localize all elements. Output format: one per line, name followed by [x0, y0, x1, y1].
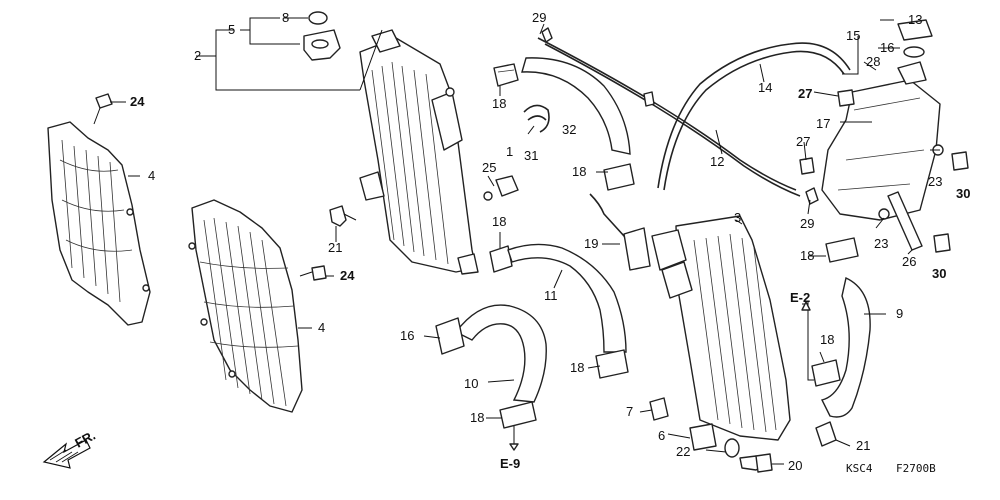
part-labels: 1 2 3 4 4 5 6 7 8 9 10 11 12 13 14 15 16… [130, 10, 970, 473]
label-3: 3 [734, 210, 741, 225]
screw-24-mid [299, 265, 327, 281]
label-4-inner: 4 [318, 320, 325, 335]
label-5: 5 [228, 22, 235, 37]
hose-10 [454, 304, 547, 403]
clamp-18-f [825, 237, 859, 263]
clamp-18-e [499, 401, 537, 429]
clip-21-left [329, 205, 357, 227]
label-21-left: 21 [328, 240, 342, 255]
label-29-right: 29 [800, 216, 814, 231]
label-18-d: 18 [570, 360, 584, 375]
radiator-right [651, 215, 791, 441]
washer [724, 438, 740, 458]
label-21-right: 21 [856, 438, 870, 453]
label-20: 20 [788, 458, 802, 473]
label-28: 28 [866, 54, 880, 69]
label-4-outer: 4 [148, 168, 155, 183]
nut-27-a [837, 89, 855, 107]
label-18-e: 18 [470, 410, 484, 425]
bolt-20 [739, 453, 773, 473]
filler-neck-5 [303, 29, 341, 61]
bolt-30-upper [951, 151, 969, 171]
model-code: KSC4 [846, 462, 873, 475]
cap-8 [308, 11, 328, 25]
label-8: 8 [282, 10, 289, 25]
clamp-18-g [811, 359, 841, 387]
ref-e2: E-2 [790, 290, 810, 305]
screw-24-top [93, 93, 113, 125]
clamp-31 [523, 104, 550, 133]
label-18-a: 18 [492, 96, 506, 111]
clip-21-right [815, 421, 837, 447]
label-2: 2 [194, 48, 201, 63]
label-24-top: 24 [130, 94, 145, 109]
label-16-clamp: 16 [400, 328, 414, 343]
clamp-18-b [489, 245, 513, 273]
label-25: 25 [482, 160, 496, 175]
label-18-f: 18 [800, 248, 814, 263]
label-15: 15 [846, 28, 860, 43]
label-13: 13 [908, 12, 922, 27]
label-27-b: 27 [796, 134, 810, 149]
radiator-shroud-outer [47, 121, 151, 326]
label-23-upper: 23 [928, 174, 942, 189]
label-10: 10 [464, 376, 478, 391]
bolt-30-lower [933, 233, 951, 253]
label-22: 22 [676, 444, 690, 459]
clip-29-right [805, 187, 819, 205]
label-18-g: 18 [820, 332, 834, 347]
label-17: 17 [816, 116, 830, 131]
label-18-b: 18 [492, 214, 506, 229]
label-30-lower: 30 [932, 266, 946, 281]
label-26: 26 [902, 254, 916, 269]
figure-code: F2700B [896, 462, 936, 475]
label-27-a: 27 [798, 86, 812, 101]
label-31: 31 [524, 148, 538, 163]
label-14: 14 [758, 80, 772, 95]
bolt-23-lower [878, 208, 890, 220]
label-6: 6 [658, 428, 665, 443]
label-9: 9 [896, 306, 903, 321]
radiator-shroud-inner [188, 199, 303, 413]
reserve-tank-17 [821, 19, 941, 221]
hose-11 [507, 243, 627, 353]
label-23-lower: 23 [874, 236, 888, 251]
label-30-upper: 30 [956, 186, 970, 201]
label-1: 1 [506, 144, 513, 159]
label-24-mid: 24 [340, 268, 355, 283]
nut-27-b [799, 157, 815, 175]
bolt-7 [649, 397, 669, 421]
label-29-top: 29 [532, 10, 546, 25]
label-32: 32 [562, 122, 576, 137]
hose-9 [820, 277, 871, 418]
label-7: 7 [626, 404, 633, 419]
label-12: 12 [710, 154, 724, 169]
clamp-18-c [603, 163, 635, 191]
label-18-c: 18 [572, 164, 586, 179]
clamp-18-d [595, 349, 629, 379]
overflow-tube [537, 27, 851, 197]
stay-26 [887, 191, 923, 251]
ref-e9: E-9 [500, 456, 520, 471]
radiator-left [359, 29, 479, 275]
label-11: 11 [544, 288, 558, 303]
label-16: 16 [880, 40, 894, 55]
clamp-16 [435, 317, 465, 355]
bracket-19 [589, 193, 651, 271]
label-19: 19 [584, 236, 598, 251]
front-arrow: FR. [42, 428, 98, 469]
hose-32 [521, 57, 631, 155]
bolt-25 [483, 175, 519, 201]
clamp-18-a [493, 63, 519, 87]
leader-lines [110, 17, 940, 465]
grommet-22 [689, 423, 717, 451]
